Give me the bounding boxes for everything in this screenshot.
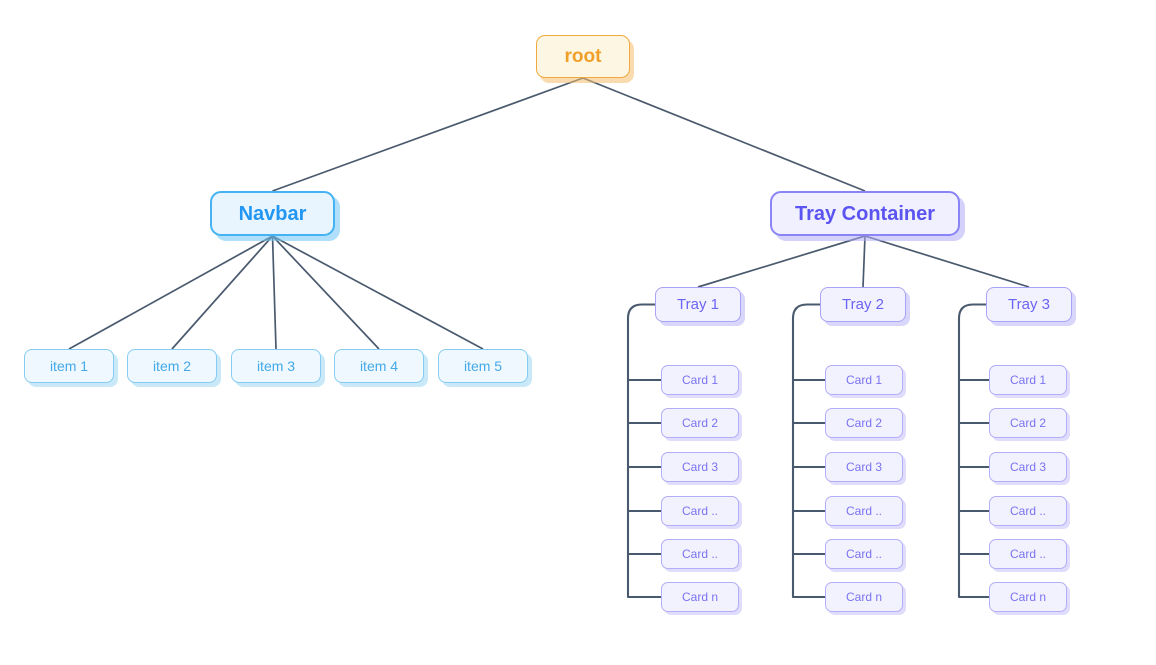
node-tray-1-card-6[interactable]: Card n <box>661 582 739 612</box>
node-tray-1-label: Tray 1 <box>677 296 719 313</box>
node-navbar[interactable]: Navbar <box>210 191 335 236</box>
node-tray-1-card-3[interactable]: Card 3 <box>661 452 739 482</box>
node-tray-1-card-4[interactable]: Card .. <box>661 496 739 526</box>
node-item-2[interactable]: item 2 <box>127 349 217 383</box>
node-item-2-label: item 2 <box>152 358 192 374</box>
node-tray-3-card-3[interactable]: Card 3 <box>989 452 1067 482</box>
node-tray-2-card-2-label: Card 2 <box>845 416 883 430</box>
node-tray-2[interactable]: Tray 2 <box>820 287 906 322</box>
node-tray-3-card-1[interactable]: Card 1 <box>989 365 1067 395</box>
edge-tray-container-to-tray-1 <box>697 235 866 288</box>
node-tray-1-card-5[interactable]: Card .. <box>661 539 739 569</box>
node-item-4-label: item 4 <box>359 358 399 374</box>
node-tray-1-card-5-label: Card .. <box>681 547 718 561</box>
trunk-tray-2 <box>791 303 822 599</box>
node-tray-2-card-5-label: Card .. <box>845 547 882 561</box>
node-tray-1-card-2[interactable]: Card 2 <box>661 408 739 438</box>
node-tray-1-card-6-label: Card n <box>681 590 719 604</box>
node-item-5-label: item 5 <box>463 358 503 374</box>
node-tray-2-card-6[interactable]: Card n <box>825 582 903 612</box>
edge-navbar-to-item-5 <box>272 235 484 350</box>
node-tray-container-label: Tray Container <box>794 202 936 225</box>
node-tray-3-card-5-label: Card .. <box>1009 547 1046 561</box>
node-navbar-label: Navbar <box>238 202 307 225</box>
node-tray-container[interactable]: Tray Container <box>770 191 960 236</box>
node-tray-2-card-3-label: Card 3 <box>845 460 883 474</box>
node-tray-2-card-2[interactable]: Card 2 <box>825 408 903 438</box>
trunk-tray-3 <box>957 303 988 599</box>
node-tray-2-card-4-label: Card .. <box>845 504 882 518</box>
edge-navbar-to-item-4 <box>271 235 380 350</box>
node-tray-1-card-1-label: Card 1 <box>681 373 719 387</box>
node-tray-1[interactable]: Tray 1 <box>655 287 741 322</box>
node-tray-2-card-6-label: Card n <box>845 590 883 604</box>
node-tray-2-card-4[interactable]: Card .. <box>825 496 903 526</box>
node-item-1-label: item 1 <box>49 358 89 374</box>
edge-root-to-navbar <box>272 77 584 192</box>
node-tray-3-card-5[interactable]: Card .. <box>989 539 1067 569</box>
node-item-5[interactable]: item 5 <box>438 349 528 383</box>
node-tray-3-card-4[interactable]: Card .. <box>989 496 1067 526</box>
trunk-tray-1 <box>626 303 657 599</box>
node-tray-2-card-5[interactable]: Card .. <box>825 539 903 569</box>
node-tray-2-card-1-label: Card 1 <box>845 373 883 387</box>
node-tray-3-card-6-label: Card n <box>1009 590 1047 604</box>
node-root-label: root <box>564 46 602 67</box>
node-item-3[interactable]: item 3 <box>231 349 321 383</box>
node-tray-3[interactable]: Tray 3 <box>986 287 1072 322</box>
node-tray-3-card-6[interactable]: Card n <box>989 582 1067 612</box>
node-item-3-label: item 3 <box>256 358 296 374</box>
edge-navbar-to-item-2 <box>171 235 274 350</box>
edge-navbar-to-item-1 <box>68 235 273 350</box>
node-tray-1-card-4-label: Card .. <box>681 504 718 518</box>
node-tray-3-card-2-label: Card 2 <box>1009 416 1047 430</box>
node-item-4[interactable]: item 4 <box>334 349 424 383</box>
edge-tray-container-to-tray-2 <box>862 235 866 288</box>
node-tray-3-label: Tray 3 <box>1008 296 1050 313</box>
node-tray-2-card-1[interactable]: Card 1 <box>825 365 903 395</box>
node-tray-3-card-1-label: Card 1 <box>1009 373 1047 387</box>
edge-tray-container-to-tray-3 <box>864 235 1030 288</box>
node-tray-3-card-4-label: Card .. <box>1009 504 1046 518</box>
node-tray-1-card-2-label: Card 2 <box>681 416 719 430</box>
edge-navbar-to-item-3 <box>271 235 277 350</box>
node-tray-3-card-3-label: Card 3 <box>1009 460 1047 474</box>
edge-root-to-tray-container <box>582 77 866 192</box>
node-tray-1-card-3-label: Card 3 <box>681 460 719 474</box>
node-root[interactable]: root <box>536 35 630 78</box>
node-tray-3-card-2[interactable]: Card 2 <box>989 408 1067 438</box>
node-tray-2-label: Tray 2 <box>842 296 884 313</box>
node-item-1[interactable]: item 1 <box>24 349 114 383</box>
node-tray-1-card-1[interactable]: Card 1 <box>661 365 739 395</box>
node-tray-2-card-3[interactable]: Card 3 <box>825 452 903 482</box>
